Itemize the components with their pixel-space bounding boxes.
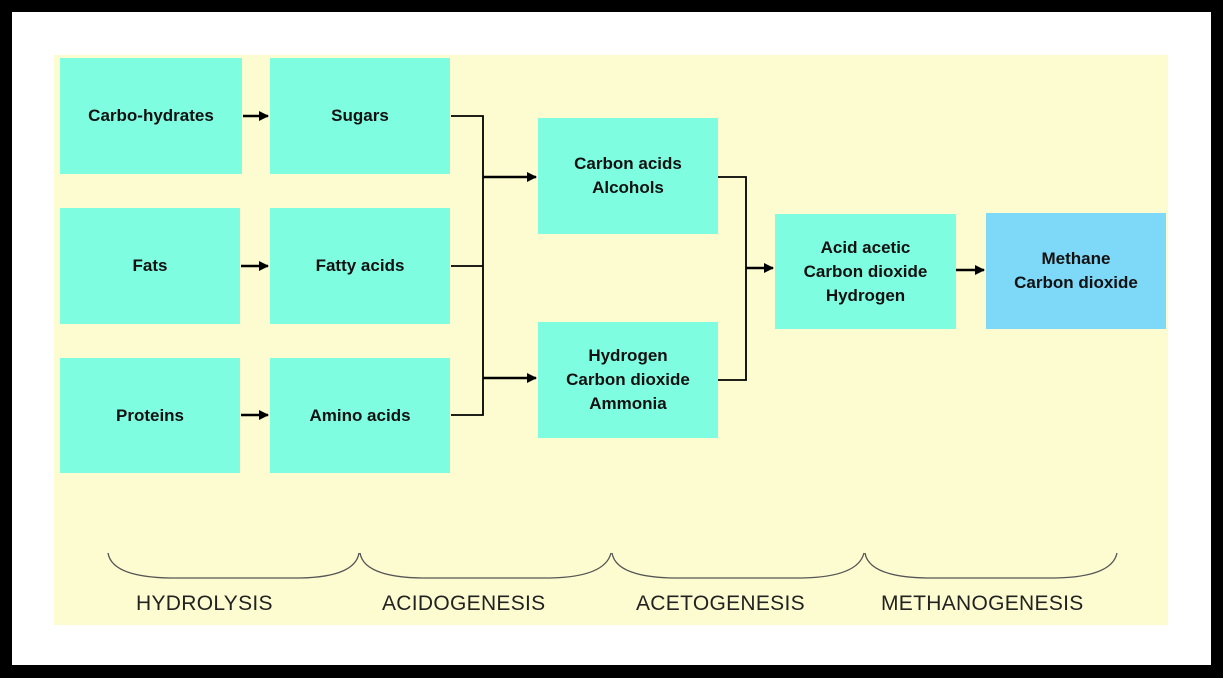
node-carbohydrates: Carbo-hydrates (60, 58, 242, 174)
node-methane-co2: Methane Carbon dioxide (986, 213, 1166, 329)
stage-label-acidogenesis: ACIDOGENESIS (382, 592, 546, 615)
stage-label-methanogenesis: METHANOGENESIS (881, 592, 1084, 615)
node-label: Acid acetic (820, 237, 911, 257)
node-label: Hydrogen (825, 285, 906, 305)
node-label: Carbon dioxide (566, 370, 690, 389)
stage-label-hydrolysis: HYDROLYSIS (136, 592, 273, 615)
node-label: Fats (132, 256, 168, 275)
node-sugars: Sugars (270, 58, 450, 174)
node-carbon-acids-alcohols: Carbon acids Alcohols (538, 118, 718, 234)
node-label: Sugars (331, 106, 389, 125)
node-label: Carbon acids (574, 154, 682, 173)
node-label: Carbon dioxide (1014, 273, 1138, 292)
node-label: Fatty acids (315, 256, 405, 275)
node-label: Hydrogen (588, 346, 668, 365)
node-label: Methane (1041, 249, 1111, 268)
node-hydrogen-co2-ammonia: Hydrogen Carbon dioxide Ammonia (538, 322, 718, 438)
node-label: Carbo-hydrates (88, 106, 214, 125)
node-acetic-co2-hydrogen: Acid acetic Carbon dioxide Hydrogen (775, 214, 956, 329)
stage-label-acetogenesis: ACETOGENESIS (636, 592, 805, 615)
node-label: Carbon dioxide (803, 261, 928, 281)
node-label: Proteins (115, 405, 185, 425)
node-label: Alcohols (592, 178, 664, 197)
node-proteins: Proteins (60, 358, 240, 473)
node-fats: Fats (60, 208, 240, 324)
node-fatty-acids: Fatty acids (270, 208, 450, 324)
node-amino-acids: Amino acids (270, 358, 450, 473)
node-label: Ammonia (589, 394, 667, 413)
node-label: Amino acids (309, 405, 411, 425)
